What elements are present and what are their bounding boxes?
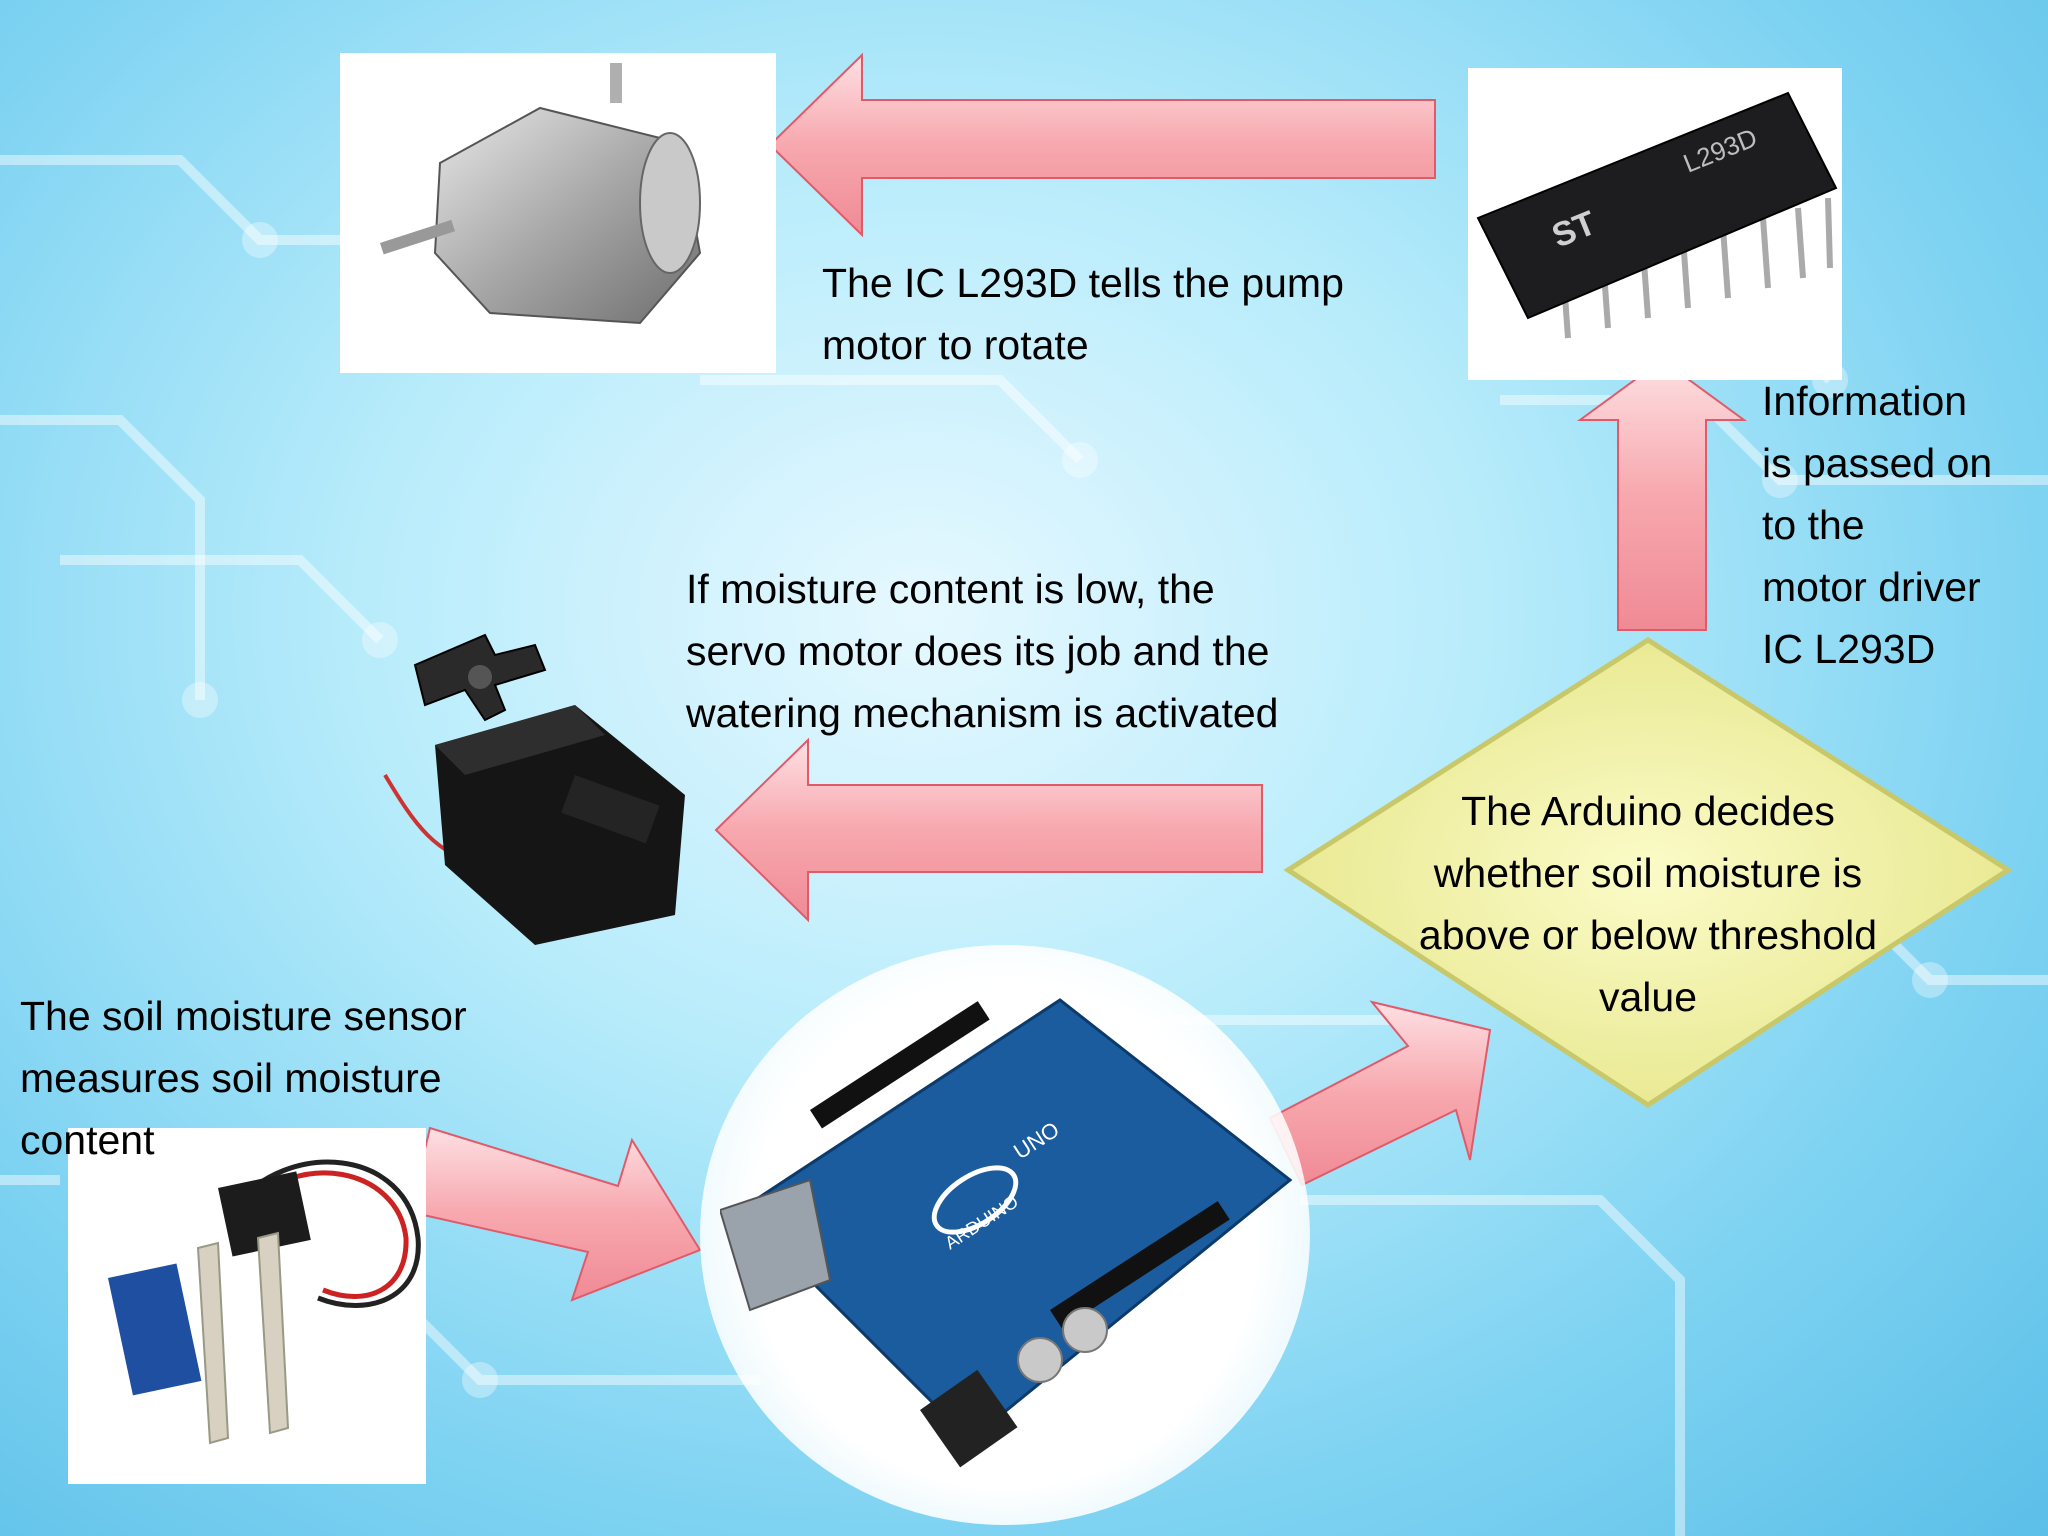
soil-sensor-image — [68, 1128, 426, 1484]
arrow-decision-to-servo — [714, 737, 1263, 923]
arrow-sensor-to-arduino — [408, 1126, 702, 1302]
arduino-board-image: ARDUINO UNO — [718, 980, 1300, 1500]
arrow-arduino-to-decision — [1268, 1000, 1492, 1187]
info-caption: Information is passed on to the motor dr… — [1762, 378, 1993, 672]
arrow-ic-to-pump — [768, 52, 1436, 238]
arrow-decision-to-ic — [1576, 358, 1748, 631]
pump-caption: The IC L293D tells the pump motor to rot… — [822, 260, 1344, 368]
sensor-caption: The soil moisture sensor measures soil m… — [20, 993, 467, 1163]
decision-text: The Arduino decides whether soil moistur… — [1418, 788, 1878, 1020]
pump-motor-image — [340, 53, 776, 373]
servo-motor-image — [375, 625, 715, 945]
l293d-ic-image: ST L293D — [1468, 68, 1842, 380]
servo-caption: If moisture content is low, the servo mo… — [686, 566, 1279, 736]
